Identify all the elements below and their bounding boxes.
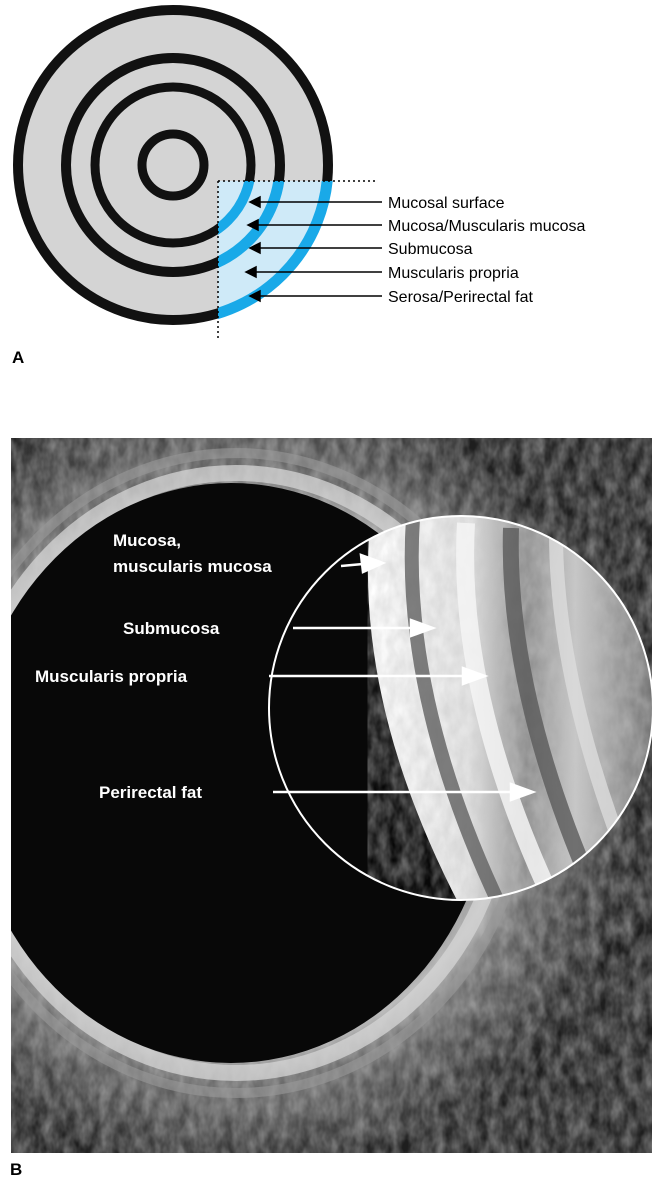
label-muscularis-propria: Muscularis propria	[388, 265, 519, 282]
us-label-mucosa: Mucosa,	[113, 531, 181, 550]
us-label-muscularis-propria: Muscularis propria	[35, 667, 188, 686]
lumen-ring	[142, 134, 204, 196]
us-label-muscularis-mucosa: muscularis mucosa	[113, 557, 272, 576]
us-label-perirectal-fat: Perirectal fat	[99, 783, 202, 802]
rectal-wall-schematic: Mucosal surface Mucosa/Muscularis mucosa…	[0, 0, 652, 340]
endorectal-ultrasound-image: Mucosa, muscularis mucosa Submucosa Musc…	[11, 438, 652, 1153]
label-submucosa: Submucosa	[388, 241, 473, 258]
panel-a-letter: A	[12, 348, 24, 368]
label-mucosa-muscularis-mucosa: Mucosa/Muscularis mucosa	[388, 218, 586, 235]
label-mucosal-surface: Mucosal surface	[388, 195, 505, 212]
us-label-submucosa: Submucosa	[123, 619, 220, 638]
panel-b-letter: B	[10, 1160, 22, 1180]
label-serosa-perirectal-fat: Serosa/Perirectal fat	[388, 289, 534, 306]
